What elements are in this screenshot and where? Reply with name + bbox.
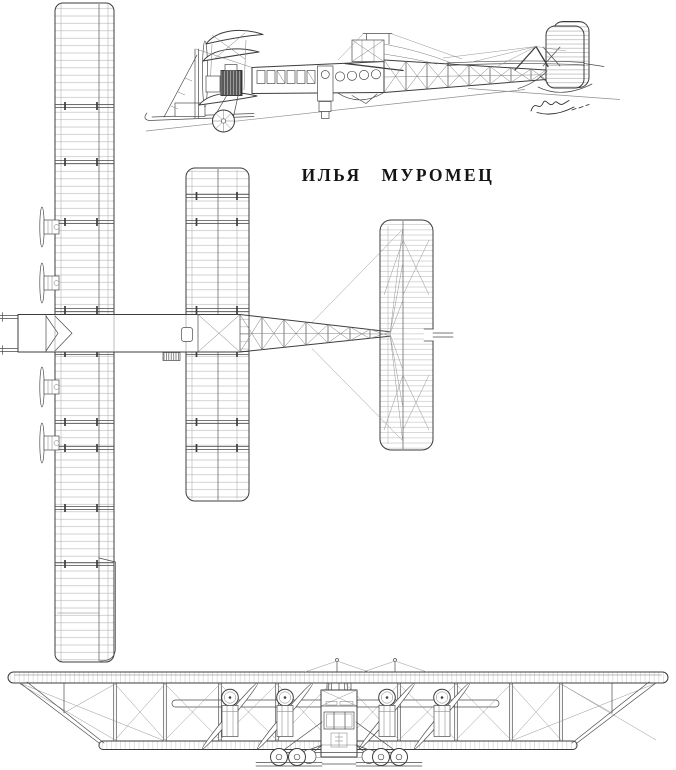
front-engines [201, 682, 471, 750]
plan-engines [39, 206, 60, 464]
front-skis [255, 762, 423, 767]
side-landing-skis [144, 54, 255, 121]
side-propeller [202, 40, 208, 108]
plan-tailplane [311, 219, 454, 451]
plan-fuselage [0, 312, 391, 361]
front-tip-struts [19, 681, 657, 744]
side-tail-unit [442, 21, 605, 93]
side-wing-sections [195, 29, 264, 106]
side-tail-boom [383, 59, 547, 93]
side-view [144, 21, 621, 133]
nose-mast [194, 48, 199, 119]
side-engine [205, 64, 243, 96]
side-door [317, 65, 334, 102]
tail-kingpost [514, 45, 549, 71]
front-upper-wing [7, 671, 669, 684]
front-windshield [323, 711, 355, 730]
side-upper-deck [337, 33, 463, 72]
drawing-title: ИЛЬЯ МУРОМЕЦ [302, 165, 495, 185]
front-view [7, 658, 669, 767]
plan-view [0, 2, 454, 663]
artist-signature [530, 100, 590, 115]
front-kingposts [304, 658, 428, 673]
front-cabin [320, 682, 358, 758]
front-landing-gear [255, 721, 423, 767]
ground-line [145, 89, 526, 132]
rudder-front [545, 25, 585, 89]
front-bracing-wires [19, 683, 657, 742]
side-wheel [212, 94, 239, 133]
tail-skid [517, 70, 549, 89]
side-fuselage [251, 61, 385, 119]
